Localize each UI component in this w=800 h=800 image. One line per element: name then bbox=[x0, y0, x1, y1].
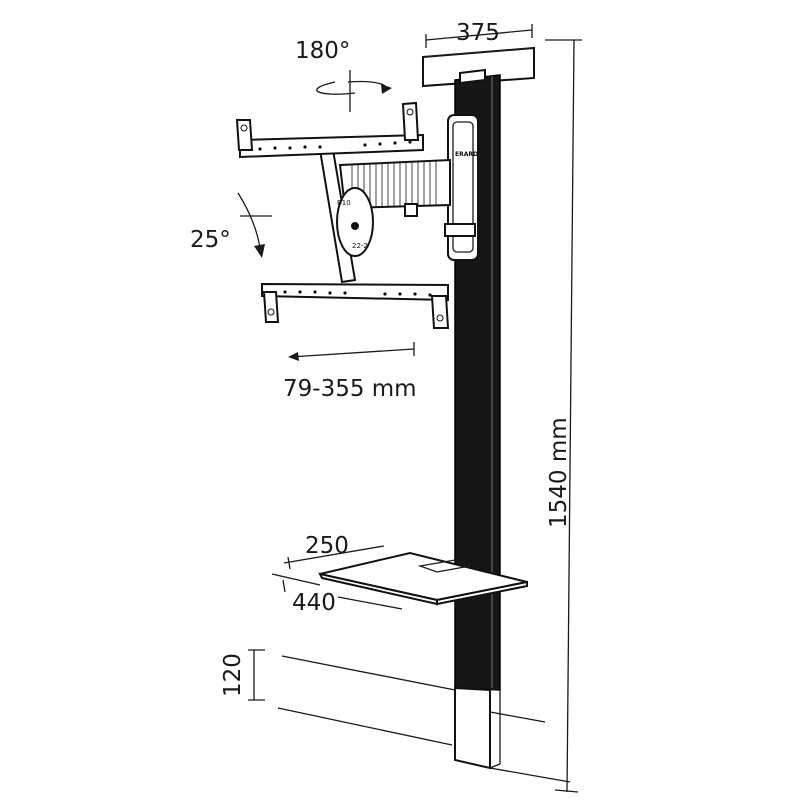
extension-label: 79-355 mm bbox=[283, 376, 417, 402]
tilt-label: 25° bbox=[190, 227, 231, 253]
top-width-dimension bbox=[425, 24, 533, 48]
shelf-dimensions bbox=[271, 545, 403, 610]
extension-arrow bbox=[288, 342, 415, 361]
svg-text:B10: B10 bbox=[337, 199, 351, 207]
upper-bracket bbox=[235, 101, 424, 159]
tilt-arrow bbox=[237, 192, 272, 258]
floor-clearance-label: 120 bbox=[220, 653, 246, 697]
height-dimension bbox=[545, 39, 582, 793]
rotation-arrow bbox=[316, 70, 392, 112]
top-cap bbox=[422, 46, 535, 88]
rotation-label: 180° bbox=[295, 38, 350, 64]
top-width-label: 375 bbox=[456, 20, 500, 46]
shelf-width-label: 440 bbox=[292, 590, 336, 616]
height-label: 1540 mm bbox=[546, 417, 572, 528]
lower-bracket bbox=[261, 282, 450, 329]
articulating-arm: B10 22-2 bbox=[318, 149, 451, 284]
shelf bbox=[318, 551, 528, 606]
shelf-depth-label: 250 bbox=[305, 533, 349, 559]
wall-guides bbox=[277, 655, 571, 783]
svg-text:22-2: 22-2 bbox=[352, 242, 368, 250]
logo-text: ERARD bbox=[455, 151, 478, 158]
floor-clearance-dimension bbox=[248, 649, 265, 701]
